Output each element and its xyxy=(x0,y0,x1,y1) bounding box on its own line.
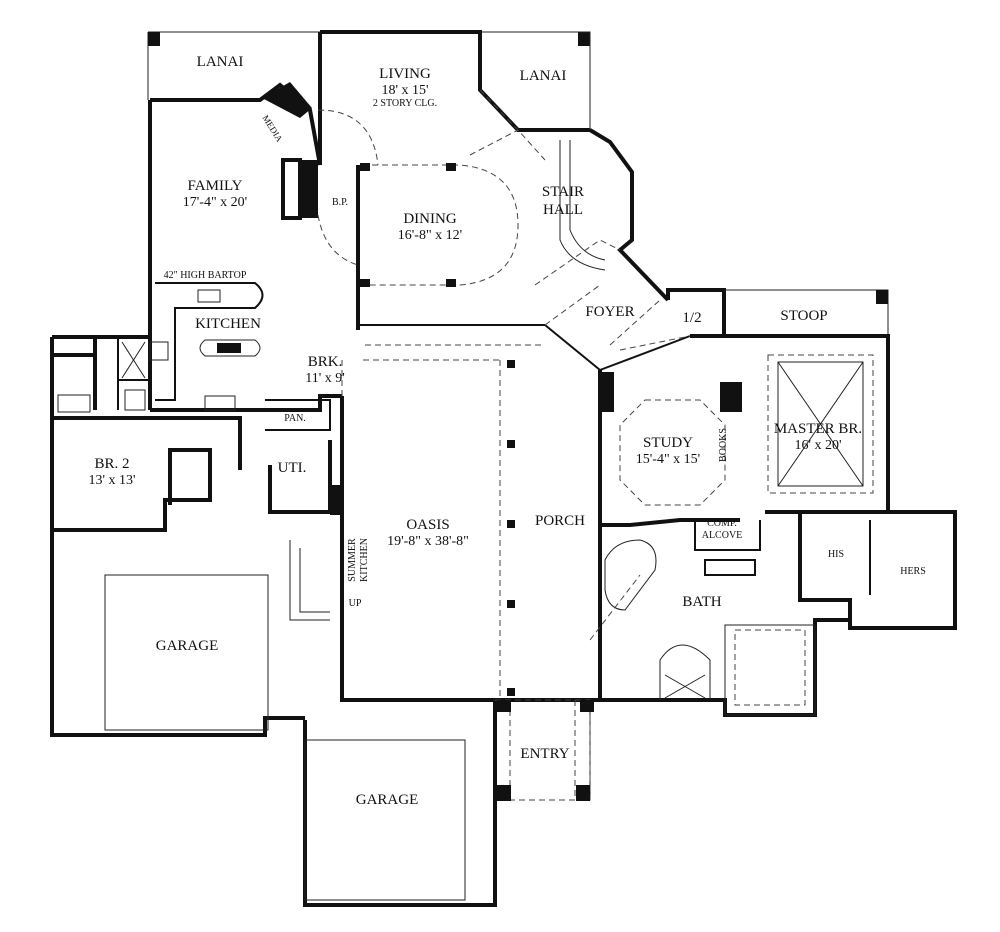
comp-alcove-label-1: COMP. xyxy=(707,518,737,529)
books-label: BOOKS xyxy=(718,428,729,462)
pantry-label: PAN. xyxy=(284,413,306,424)
brk-dimensions: 11' x 9' xyxy=(305,371,345,386)
comp-alcove-label-2: ALCOVE xyxy=(702,530,743,541)
utility-label: UTI. xyxy=(278,460,307,476)
oasis-dimensions: 19'-8" x 38'-8" xyxy=(387,534,469,549)
oasis-label: OASIS xyxy=(406,517,449,533)
study-dimensions: 15'-4" x 15' xyxy=(636,452,700,467)
lanai-right-label: LANAI xyxy=(520,68,567,84)
his-closet-label: HIS xyxy=(828,549,844,560)
posts xyxy=(330,163,742,801)
study-label: STUDY xyxy=(643,435,693,451)
summer-kitchen-label-1: SUMMER xyxy=(347,538,358,582)
interior-walls xyxy=(52,82,888,620)
br2-label: BR. 2 xyxy=(94,456,129,472)
foyer-label: FOYER xyxy=(585,304,634,320)
media-label: MEDIA xyxy=(260,113,284,144)
dining-dimensions: 16'-8" x 12' xyxy=(398,228,462,243)
garage-left-label: GARAGE xyxy=(156,638,219,654)
hers-closet-label: HERS xyxy=(900,566,926,577)
stoop-label: STOOP xyxy=(780,308,827,324)
living-label: LIVING xyxy=(379,66,431,82)
master-dimensions: 16' x 20' xyxy=(794,438,841,453)
living-dimensions: 18' x 15' xyxy=(381,83,428,98)
dining-label: DINING xyxy=(403,211,456,227)
living-ceiling-note: 2 STORY CLG. xyxy=(373,98,437,109)
family-label: FAMILY xyxy=(188,178,243,194)
entry-label: ENTRY xyxy=(520,746,569,762)
stair-up-label: UP xyxy=(349,598,362,609)
master-label: MASTER BR. xyxy=(774,421,862,437)
summer-kitchen-label-2: KITCHEN xyxy=(359,538,370,582)
garage-bottom-label: GARAGE xyxy=(356,792,419,808)
br2-dimensions: 13' x 13' xyxy=(88,473,135,488)
kitchen-label: KITCHEN xyxy=(195,316,261,332)
bath-label: BATH xyxy=(682,594,721,610)
exterior-walls xyxy=(50,30,957,907)
half-bath-label: 1/2 xyxy=(682,310,701,326)
stair-hall-label-2: HALL xyxy=(543,202,583,218)
stair-hall-label-1: STAIR xyxy=(542,184,584,200)
porch-label: PORCH xyxy=(535,513,585,529)
dashed-lines xyxy=(104,89,874,901)
bp-label: B.P. xyxy=(332,197,348,208)
bartop-label: 42" HIGH BARTOP xyxy=(164,270,247,281)
lanai-left-label: LANAI xyxy=(197,54,244,70)
family-dimensions: 17'-4" x 20' xyxy=(183,195,247,210)
brk-label: BRK. xyxy=(308,354,343,370)
